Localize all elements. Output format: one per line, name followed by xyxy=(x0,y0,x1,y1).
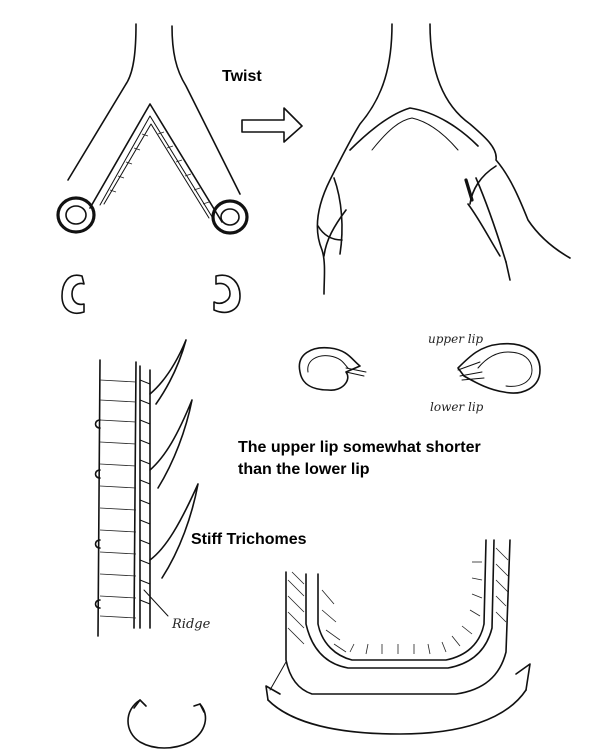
lower-lip-label: lower lip xyxy=(430,400,484,414)
y-tube-drawing xyxy=(56,23,249,235)
hollow-right-arrow-icon xyxy=(241,107,303,143)
c-shaped-cross-sections xyxy=(61,274,241,314)
left-lip-cross-section xyxy=(298,346,367,391)
u-cross-section-drawing xyxy=(265,539,531,735)
stiff-trichomes-label: Stiff Trichomes xyxy=(191,531,307,548)
caption-line-1: The upper lip somewhat shorter xyxy=(238,439,481,456)
trichome-wall-drawing xyxy=(94,339,199,637)
caption-line-2: than the lower lip xyxy=(238,461,370,478)
ridge-label: Ridge xyxy=(171,617,211,632)
upper-lip-label: upper lip xyxy=(428,332,483,346)
twist-label: Twist xyxy=(222,68,262,85)
circular-arrows-icon xyxy=(127,699,207,749)
twisted-tube-drawing xyxy=(316,23,571,295)
right-lip-cross-section xyxy=(457,342,541,394)
